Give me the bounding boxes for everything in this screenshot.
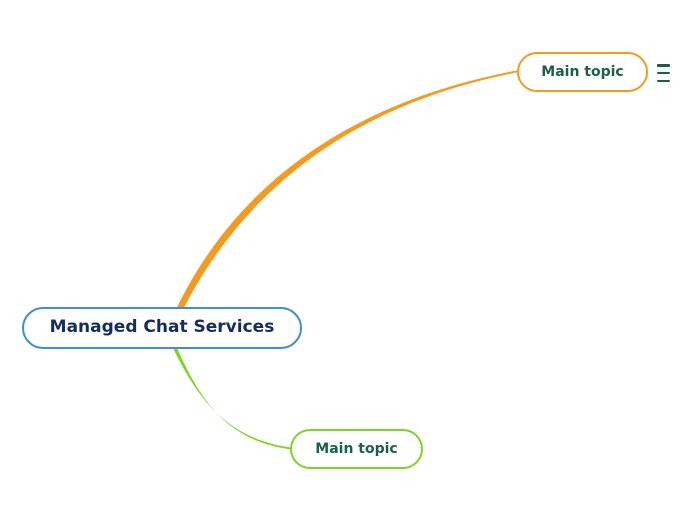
- hamburger-bar: [657, 71, 670, 75]
- main-topic-label: Main topic: [541, 63, 624, 80]
- main-topic-label: Main topic: [315, 440, 398, 457]
- root-topic-label: Managed Chat Services: [49, 317, 275, 337]
- hamburger-bar: [657, 79, 670, 82]
- branch-curve-top-right: [176, 70, 517, 313]
- main-topic-node-top[interactable]: Main topic: [517, 52, 648, 92]
- hamburger-menu-icon[interactable]: [657, 63, 672, 83]
- hamburger-bar: [657, 64, 670, 67]
- root-topic-node[interactable]: Managed Chat Services: [22, 307, 302, 349]
- main-topic-node-bottom[interactable]: Main topic: [290, 429, 423, 469]
- branch-curve-bottom: [172, 346, 290, 450]
